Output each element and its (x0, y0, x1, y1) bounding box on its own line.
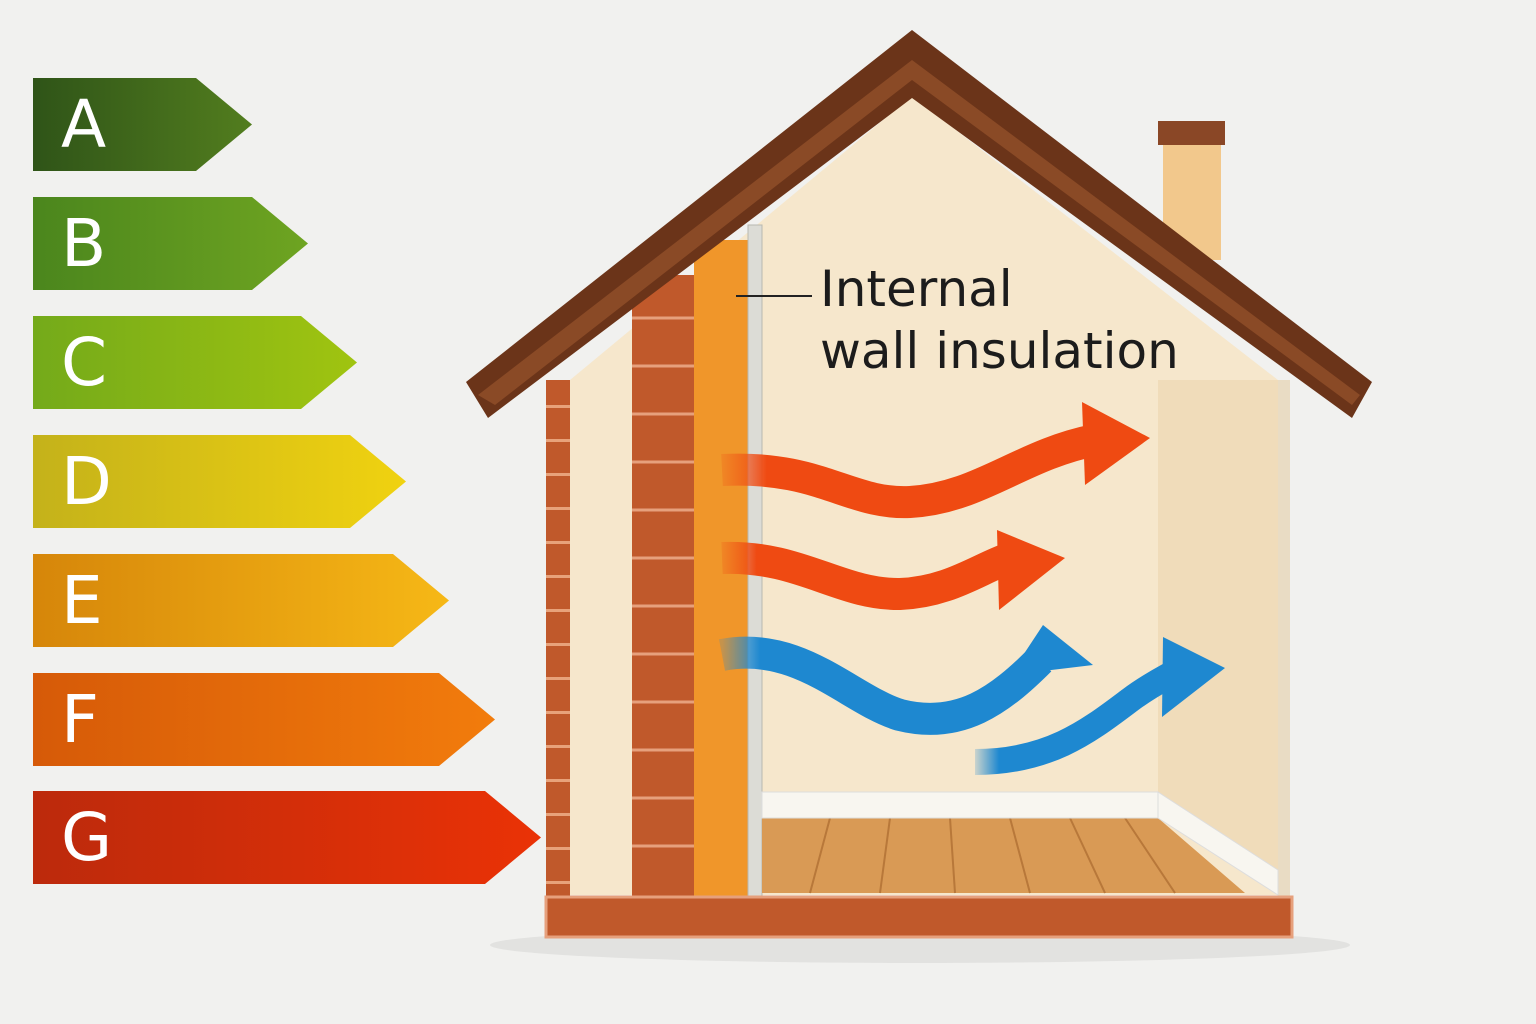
interior-side-wall (1158, 380, 1278, 870)
annotation-line2: wall insulation (820, 322, 1179, 380)
cold-arrow-left (718, 625, 1093, 735)
rating-label: A (61, 85, 107, 163)
right-wall-edge (1278, 380, 1290, 900)
rating-label: E (61, 561, 103, 639)
rating-e: E (33, 554, 449, 647)
rating-d: D (33, 435, 406, 528)
rating-label: G (61, 798, 113, 876)
foundation (544, 895, 1294, 939)
skirting-board (761, 791, 1159, 819)
annotation-line1: Internal (820, 260, 1013, 318)
skirting-board-side (1157, 791, 1279, 896)
wooden-floor (761, 791, 1279, 896)
heat-arrow-lower (721, 530, 1065, 611)
rating-g: G (33, 791, 541, 884)
rating-label: B (61, 204, 107, 282)
outer-brick-wall (546, 380, 570, 900)
rating-label: D (61, 442, 112, 520)
rating-c: C (33, 316, 357, 409)
heat-arrow-upper (721, 402, 1150, 519)
brick-mortar-lines (632, 316, 694, 848)
brick-wall-layer (632, 275, 694, 900)
rating-b: B (33, 197, 308, 290)
rating-label: F (61, 680, 99, 758)
rating-f: F (33, 673, 495, 766)
cold-arrow-right (974, 637, 1225, 775)
rating-label: C (61, 323, 108, 401)
